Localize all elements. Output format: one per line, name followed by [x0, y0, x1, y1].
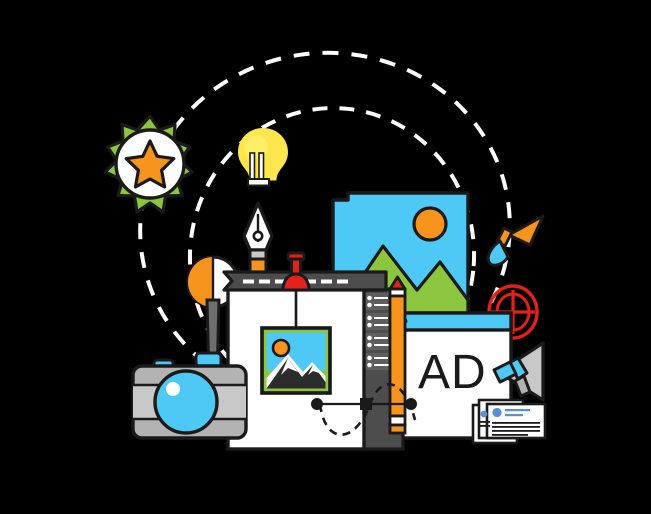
star-badge-icon [103, 114, 194, 214]
paintbrush-icon [486, 214, 545, 267]
pencil-icon [388, 275, 407, 435]
pushpin-icon [281, 251, 311, 292]
lightbulb-icon [238, 128, 288, 187]
ad-label: AD [418, 346, 487, 399]
camera-icon [131, 351, 248, 440]
image-placeholder-icon [260, 326, 332, 395]
contrast-circle-icon [186, 255, 240, 309]
business-cards [471, 398, 547, 445]
dashed-orbit-outer [138, 50, 512, 406]
megaphone-icon [492, 341, 545, 402]
contact-avatar [492, 407, 502, 418]
bezier-path-handles [311, 383, 417, 436]
